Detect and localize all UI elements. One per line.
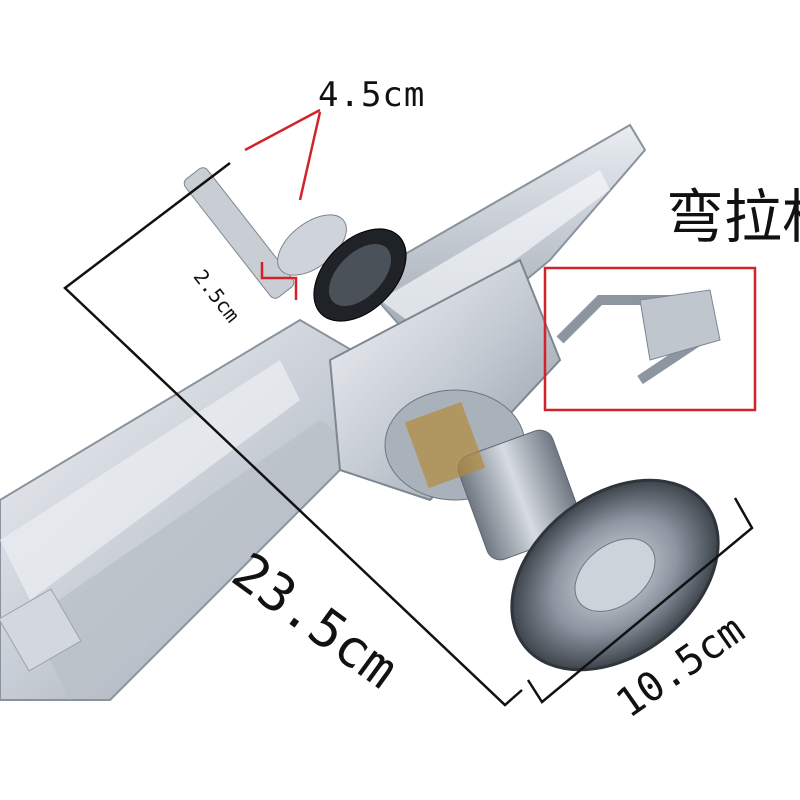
pulley-dimension-line	[526, 497, 754, 704]
dimension-lines	[63, 162, 754, 707]
shaft-assembly	[183, 167, 407, 322]
shaft-length-leader-1	[244, 108, 321, 152]
red-callouts	[244, 108, 757, 412]
brake-lever-highlight-box	[543, 266, 757, 412]
brake-lever-caption: 弯拉杆	[666, 183, 800, 251]
pulley	[510, 478, 720, 672]
shaft-diameter-bracket	[260, 262, 298, 300]
body-length-dimension-line	[63, 162, 523, 707]
brake-lever	[556, 289, 721, 385]
shaft-length-label: 4.5cm	[318, 75, 426, 115]
shaft-length-leader-2	[298, 111, 322, 201]
